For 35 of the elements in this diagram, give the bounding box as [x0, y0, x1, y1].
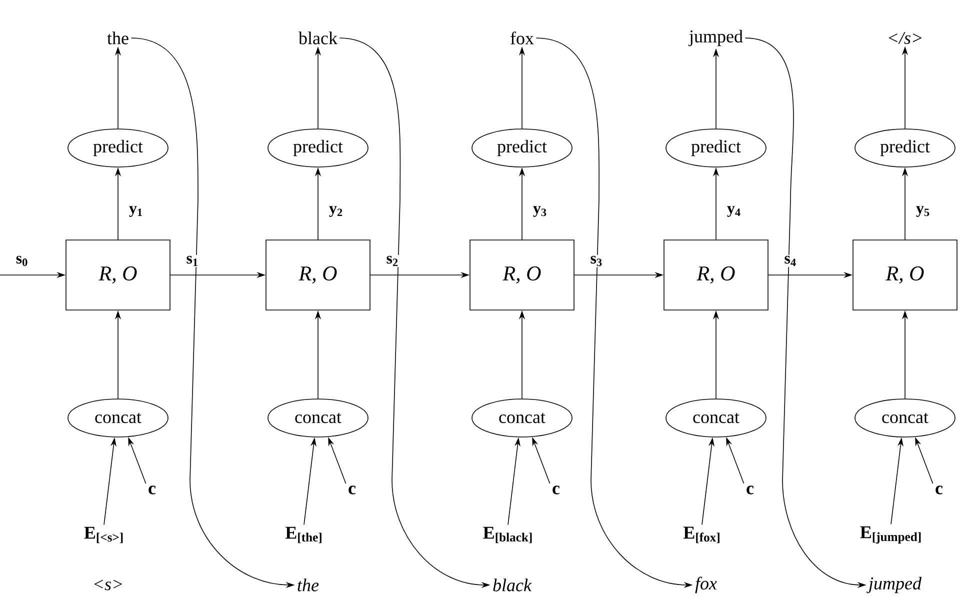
edge-label: y$_{3}$	[532, 205, 548, 218]
edge-label: s$_{2}$	[385, 254, 400, 268]
context-label: c	[552, 486, 560, 494]
edge-label: s$_{4}$	[783, 254, 798, 268]
edge-label: y$_{5}$	[914, 205, 932, 218]
process-box: R, O	[66, 240, 170, 310]
context-label: c	[348, 486, 356, 494]
input-word: black	[493, 578, 532, 592]
embedding-label: E$_{[jumped]}$	[860, 526, 921, 544]
process-box: R, O	[470, 240, 574, 310]
input-word: jumped	[866, 576, 922, 594]
embedding-label: E$_{[black]}$	[483, 526, 532, 544]
input-word: fox	[695, 576, 717, 594]
edge-label: y$_{4}$	[726, 205, 742, 218]
process-box: R, O	[266, 240, 370, 310]
context-label: c	[148, 486, 156, 494]
word-label: </s>	[888, 32, 922, 44]
process-box: R, O	[852, 240, 958, 310]
input-word: the	[298, 578, 319, 592]
word-label: jumped	[688, 30, 743, 46]
word-label: black	[298, 32, 338, 44]
edge-label: s$_{3}$	[589, 254, 604, 268]
edge-label: s$_{1}$	[185, 254, 200, 268]
embedding-label: E$_{[<s>]}$	[84, 526, 123, 544]
edge-label: y$_{2}$	[328, 205, 344, 218]
embedding-label: E$_{[fox]}$	[683, 526, 720, 544]
context-label: c	[746, 486, 754, 494]
process-box: R, O	[664, 240, 768, 310]
edge-label: s$_{0}$	[14, 254, 30, 268]
input-word: <s>	[94, 580, 122, 590]
word-label: the	[107, 32, 128, 44]
embedding-label: E$_{[the]}$	[285, 526, 322, 544]
word-label: fox	[510, 32, 534, 44]
edge-label: y$_{1}$	[128, 205, 144, 218]
context-label: c	[936, 486, 943, 494]
